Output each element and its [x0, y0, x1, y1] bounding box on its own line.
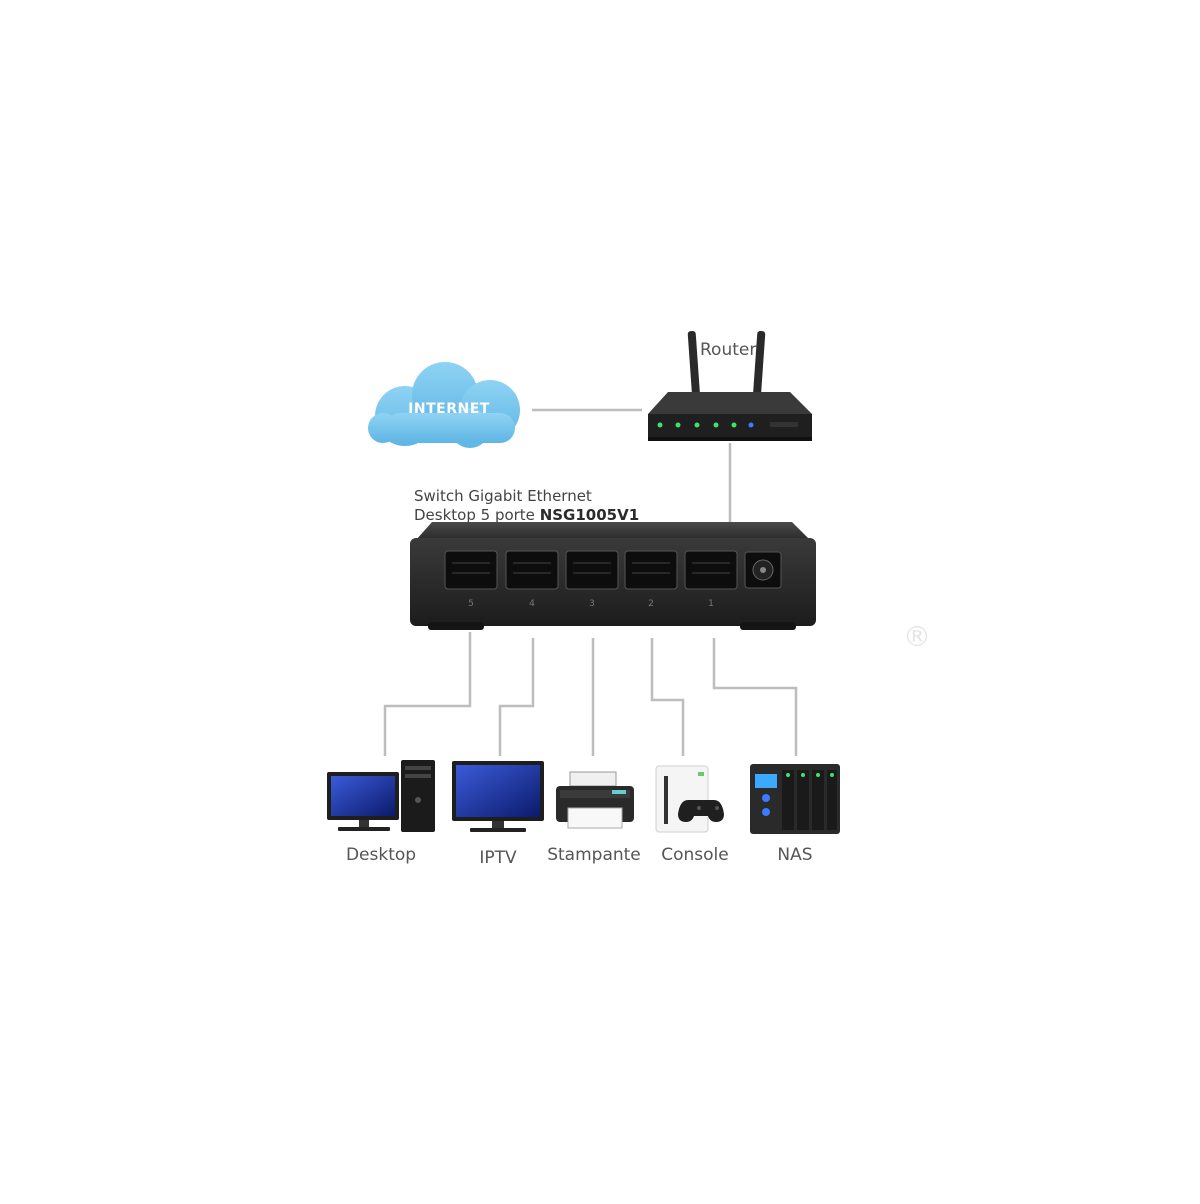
port-number-5: 5	[468, 599, 474, 609]
port-number-3: 3	[589, 599, 595, 609]
device-label-iptv: IPTV	[479, 848, 517, 868]
switch-model: NSG1005V1	[539, 506, 640, 524]
printer-icon	[556, 771, 634, 829]
port-number-4: 4	[529, 599, 535, 609]
link-port4-iptv	[498, 638, 535, 756]
switch-caption-prefix: Desktop 5 porte	[414, 506, 540, 524]
device-label-console: Console	[661, 845, 729, 865]
router-label: Router	[700, 340, 757, 360]
desktop-computer-icon	[327, 760, 435, 832]
router-icon	[648, 331, 812, 441]
router-leds	[657, 422, 798, 428]
port-number-2: 2	[648, 599, 654, 609]
device-label-stampante: Stampante	[547, 845, 641, 865]
device-label-desktop: Desktop	[345, 845, 417, 865]
link-port2-console	[650, 638, 685, 756]
power-jack-icon	[744, 551, 782, 589]
watermark-registered-symbol: ®	[903, 620, 931, 653]
switch-caption-line1: Switch Gigabit Ethernet	[414, 487, 592, 505]
switch-caption: Switch Gigabit Ethernet Desktop 5 porte …	[414, 487, 639, 525]
nas-icon	[750, 764, 840, 834]
device-label-nas: NAS	[777, 845, 813, 865]
console-icon	[655, 765, 724, 833]
iptv-monitor-icon	[452, 761, 544, 832]
link-port1-nas	[712, 638, 798, 756]
internet-label: INTERNET	[408, 401, 490, 417]
switch-caption-line2: Desktop 5 porte NSG1005V1	[414, 506, 639, 525]
connection-lines	[383, 408, 798, 756]
switch-icon: 5 4 3 2 1	[410, 522, 816, 630]
internet-cloud-icon	[368, 362, 520, 448]
link-port5-desktop	[383, 632, 472, 756]
port-number-1: 1	[708, 599, 714, 609]
switch-ports	[444, 550, 738, 590]
